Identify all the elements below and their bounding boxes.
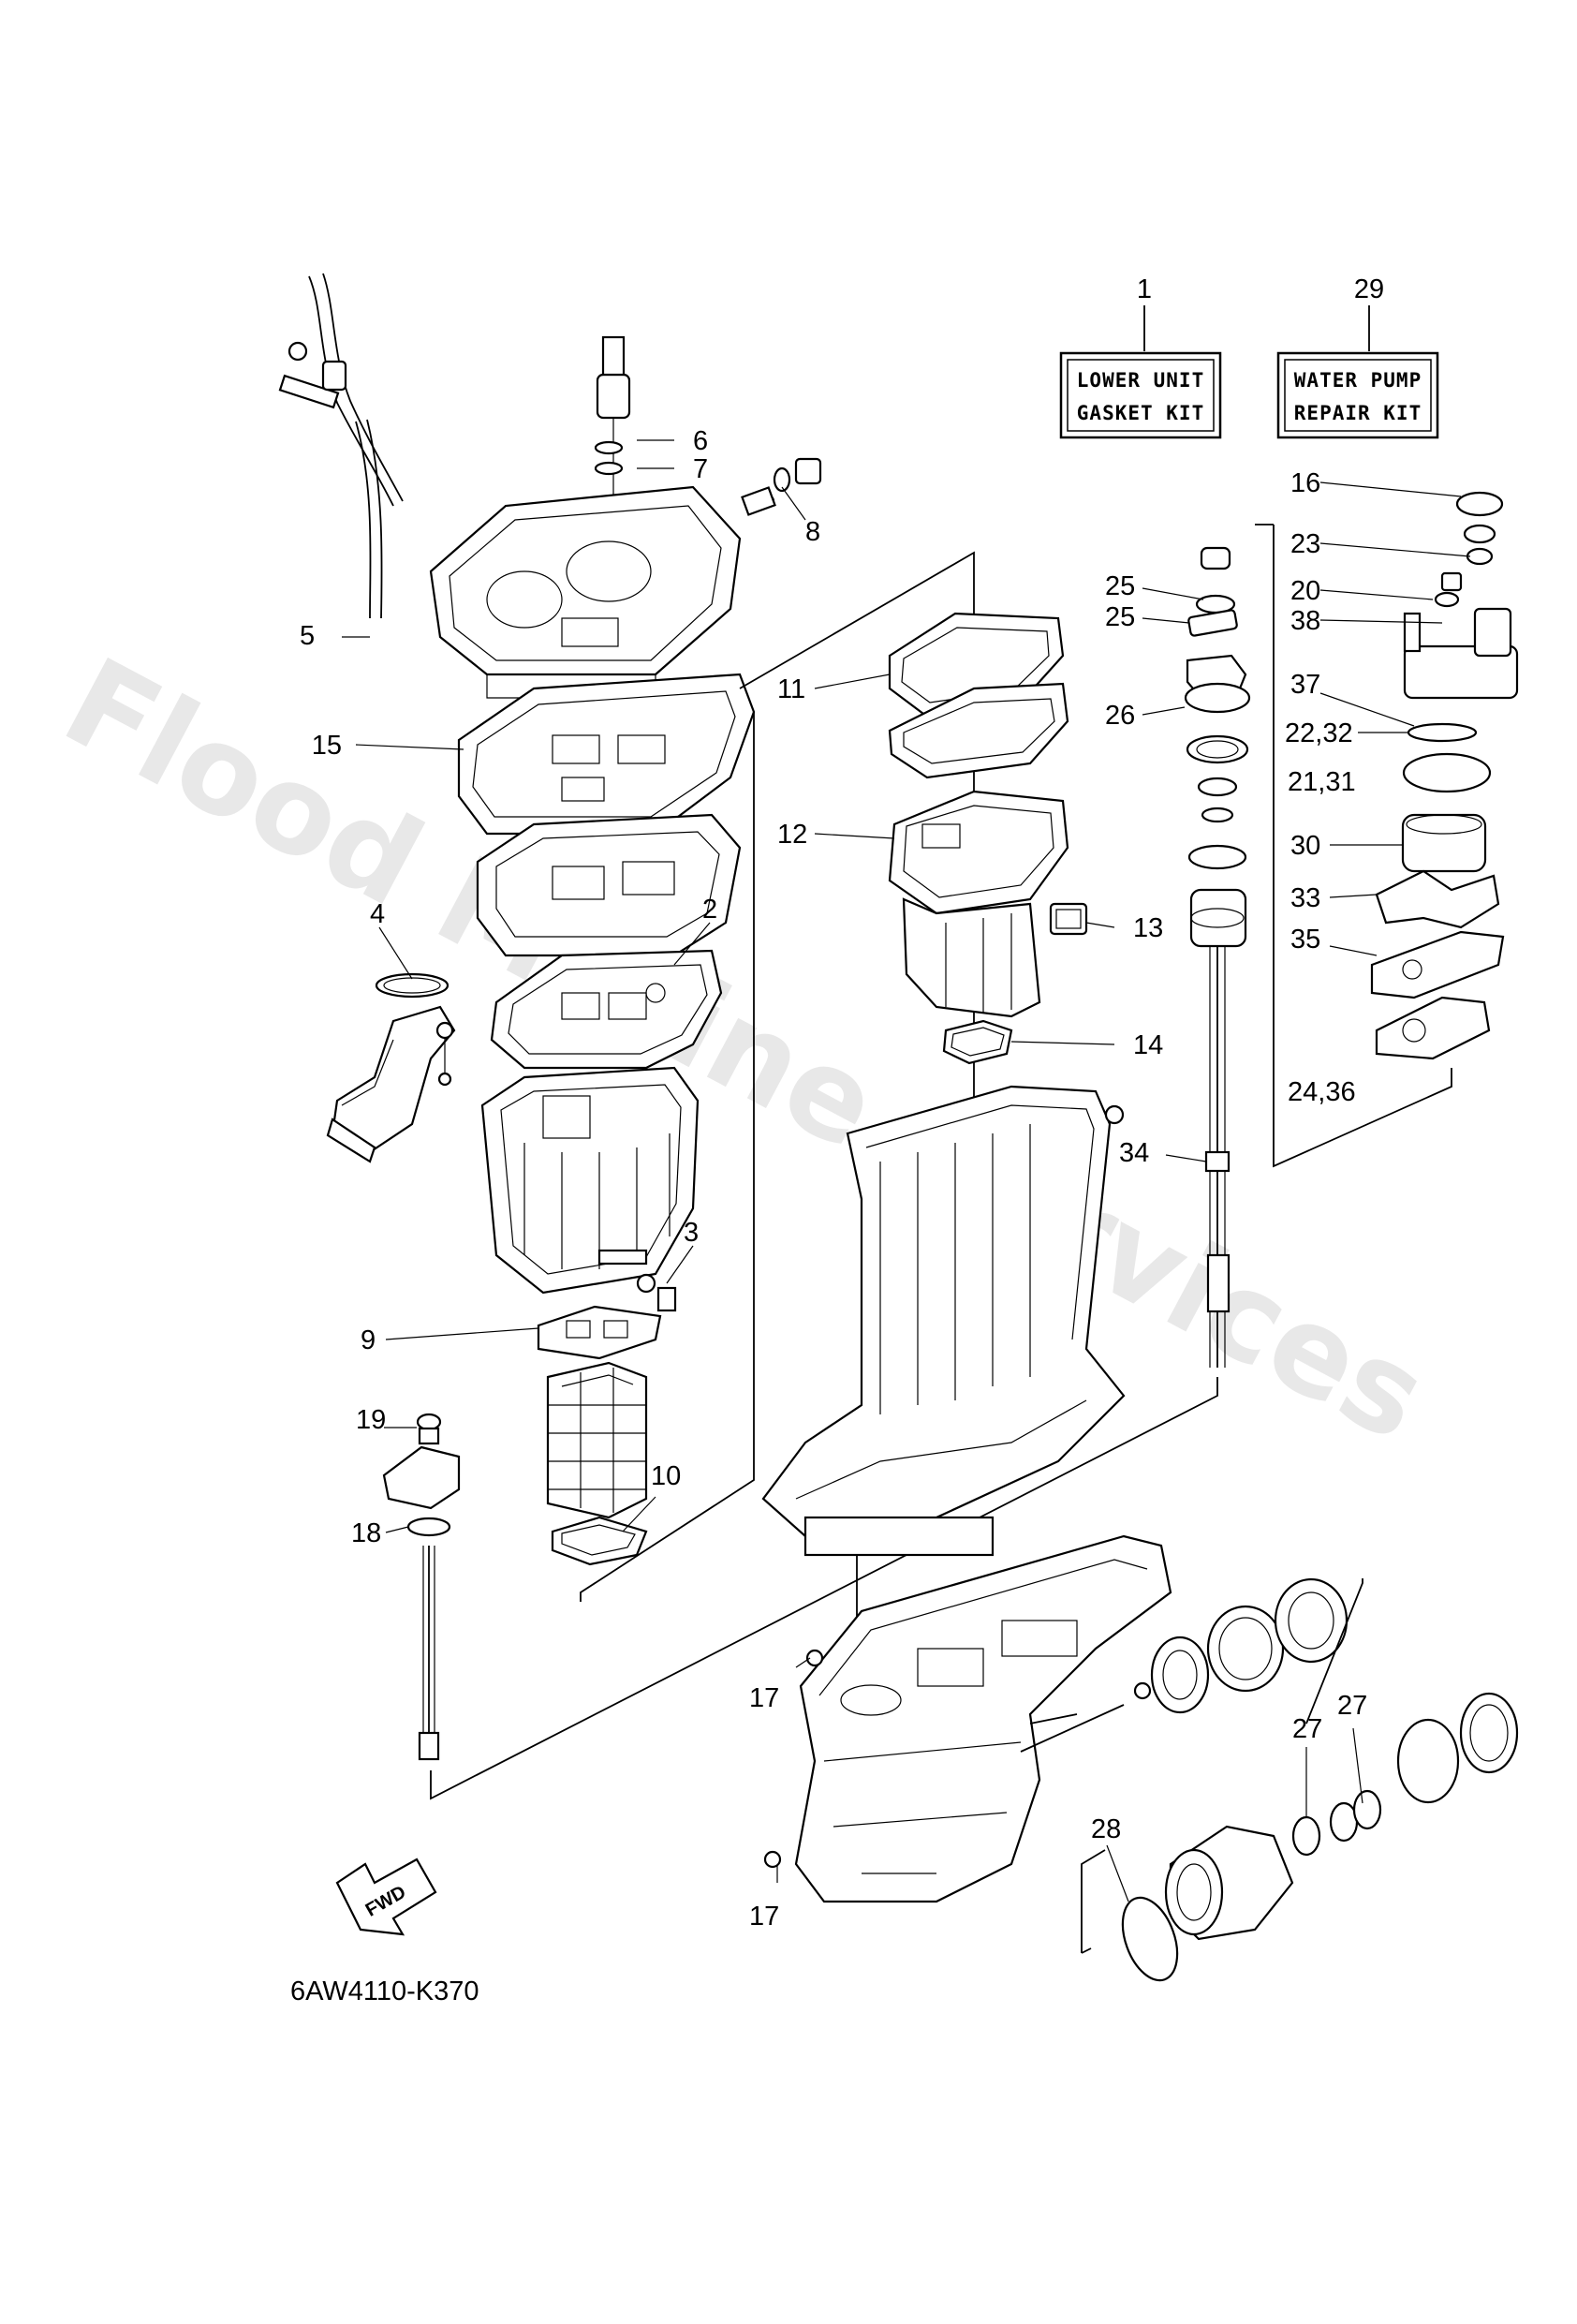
gasket-15	[457, 673, 756, 836]
callout-14: 14	[1133, 1030, 1163, 1060]
callout-13: 13	[1133, 913, 1163, 943]
callout-15: 15	[312, 731, 342, 761]
callout-17a: 17	[749, 1683, 779, 1713]
callout-4: 4	[370, 899, 385, 929]
callout-5: 5	[300, 621, 315, 651]
kit-label-line2: GASKET KIT	[1077, 402, 1204, 424]
muffler	[546, 1361, 648, 1519]
callout-1: 1	[1137, 274, 1152, 304]
callout-29: 29	[1354, 274, 1384, 304]
callout-6: 6	[693, 426, 708, 456]
callout-30: 30	[1290, 831, 1320, 861]
callout-labels: 6 7 8 5 15 4 2 3 9 10 11 12 13 14 16 23 …	[300, 426, 1367, 1932]
callout-7: 7	[693, 454, 708, 484]
callout-20: 20	[1290, 576, 1320, 606]
lower-casing-upper	[761, 1085, 1126, 1557]
propeller-shaft-gears	[1020, 1577, 1363, 1753]
callout-8: 8	[805, 517, 820, 547]
kit-label-line1: LOWER UNIT	[1077, 369, 1204, 392]
callout-3: 3	[684, 1218, 699, 1248]
callout-10: 10	[651, 1461, 681, 1491]
oil-pan	[480, 1066, 700, 1312]
gear-case	[763, 1534, 1172, 1903]
callout-24-36: 24,36	[1288, 1077, 1356, 1107]
callout-22-32: 22,32	[1285, 718, 1353, 748]
callout-18: 18	[351, 1518, 381, 1548]
callout-17b: 17	[749, 1902, 779, 1932]
callout-28: 28	[1091, 1814, 1121, 1844]
callout-34: 34	[1119, 1138, 1149, 1168]
exhaust-elbow-assembly	[326, 972, 456, 1163]
callout-16: 16	[1290, 468, 1320, 498]
oil-level-gauge-tube	[278, 273, 404, 619]
water-pump-assembly	[1370, 491, 1519, 1060]
driveshaft-housing-upper	[888, 790, 1088, 1065]
kit-label-line1: WATER PUMP	[1294, 369, 1422, 392]
upper-casing-exhaust-guide	[429, 457, 822, 699]
gasket-9	[537, 1305, 662, 1360]
water-pump-repair-kit-box: 29 WATER PUMP REPAIR KIT	[1276, 274, 1439, 439]
mounting-bracket-housing	[476, 813, 742, 957]
callout-19: 19	[356, 1405, 386, 1435]
callout-9: 9	[361, 1325, 376, 1355]
gasket-2	[490, 949, 723, 1070]
leader-lines	[342, 439, 1471, 1902]
callout-23: 23	[1290, 529, 1320, 559]
callout-27b: 27	[1337, 1691, 1367, 1721]
callout-33: 33	[1290, 883, 1320, 913]
lower-unit-gasket-kit-box: 1 LOWER UNIT GASKET KIT	[1059, 274, 1222, 439]
callout-38: 38	[1290, 606, 1320, 636]
seal-10	[551, 1516, 648, 1566]
callout-2: 2	[702, 895, 717, 925]
diagram-code: 6AW4110-K370	[290, 1976, 479, 2006]
callout-37: 37	[1290, 670, 1320, 700]
drain-plug-top	[594, 335, 631, 562]
forward-direction-arrow: FWD	[335, 1858, 437, 1936]
callout-26: 26	[1105, 701, 1135, 731]
shift-rod-assembly	[382, 1413, 461, 1761]
water-pump-bracket	[1273, 525, 1452, 1168]
propeller-shaft-housing	[1081, 1692, 1519, 1982]
callout-27a: 27	[1292, 1714, 1322, 1744]
callout-35: 35	[1290, 925, 1320, 955]
callout-12: 12	[777, 820, 807, 850]
kit-label-line2: REPAIR KIT	[1294, 402, 1422, 424]
callout-21-31: 21,31	[1288, 767, 1356, 797]
callout-25b: 25	[1105, 602, 1135, 632]
callout-25a: 25	[1105, 571, 1135, 601]
callout-11: 11	[777, 674, 805, 704]
gasket-11	[888, 612, 1069, 779]
drive-shaft-assembly	[1184, 546, 1251, 1368]
